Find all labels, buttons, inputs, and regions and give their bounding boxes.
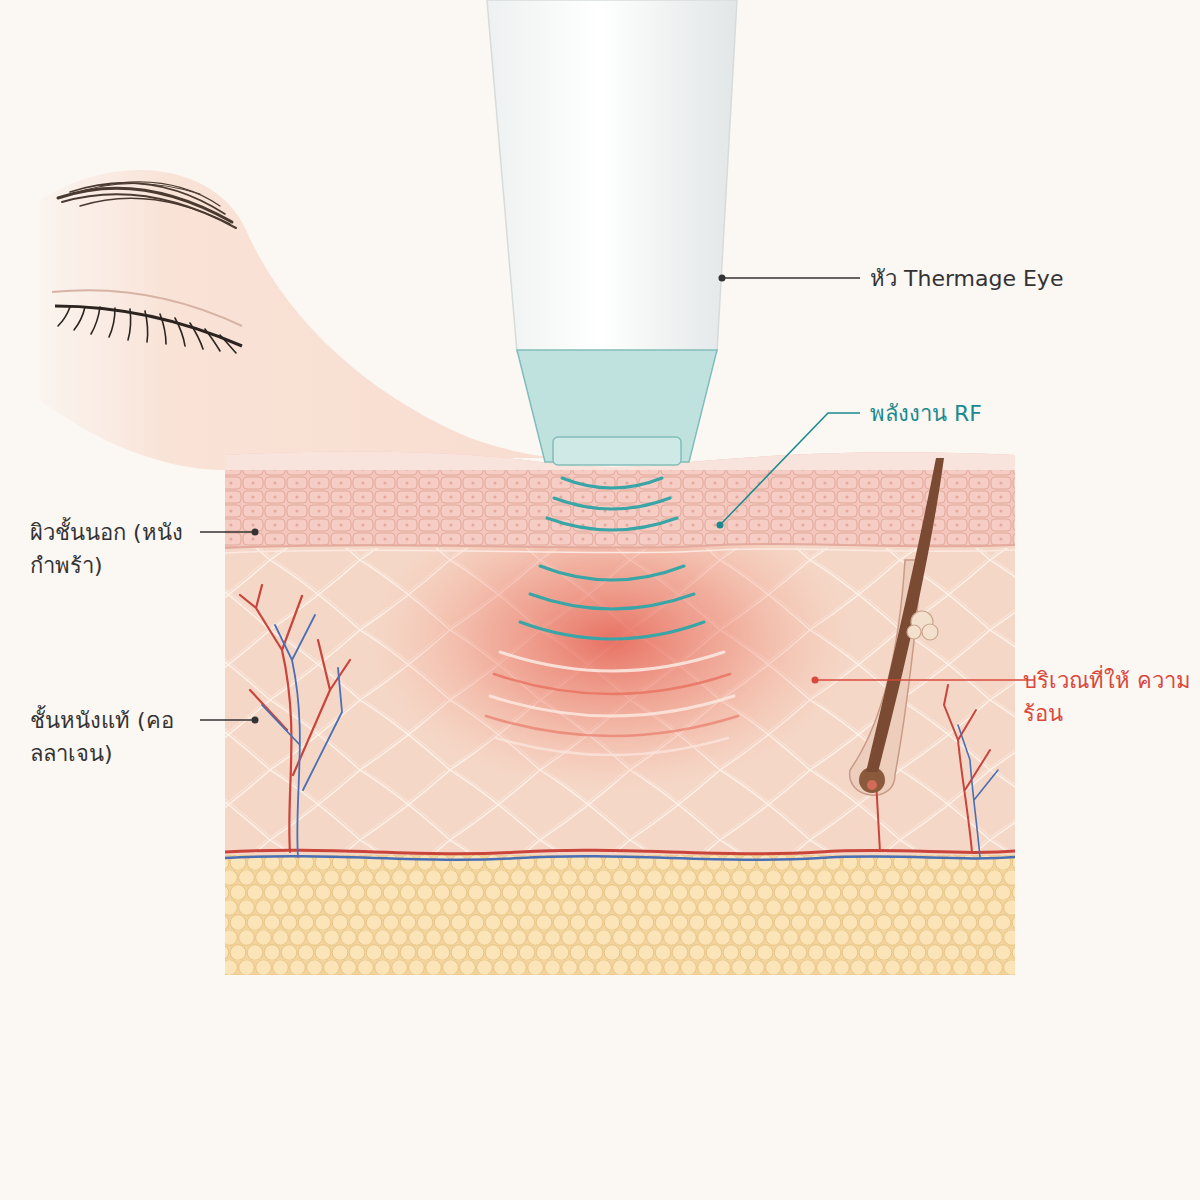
- layer-label: ผิวชั้นนอก (หนังกำพร้า): [30, 516, 184, 582]
- leader-dot: [252, 529, 259, 536]
- zone-label: บริเวณที่ให้ ความร้อน: [1023, 664, 1192, 730]
- sebaceous-gland: [907, 611, 938, 640]
- leader-line: [200, 719, 255, 720]
- layer-label: ชั้นหนังแท้ (คอลลาเจน): [30, 704, 175, 770]
- probe-face: [553, 437, 681, 465]
- skin-block: [225, 440, 1015, 980]
- eyelashes: [58, 307, 236, 353]
- leader-dot: [719, 275, 726, 282]
- part-label: หัว Thermage Eye: [870, 262, 1063, 295]
- leader-line: [815, 679, 1035, 681]
- face-skin: [40, 170, 560, 470]
- leader-dot: [252, 717, 259, 724]
- artery: [225, 850, 1015, 853]
- dermis: [225, 440, 1015, 980]
- probe-handle: [487, 0, 737, 352]
- hair-shaft: [866, 458, 944, 772]
- leader-lines: [200, 275, 1035, 724]
- fat-layer: [225, 855, 1015, 980]
- basal-layer: [225, 544, 1015, 548]
- leader-dot: [717, 522, 724, 529]
- rf-waves: [486, 478, 738, 755]
- energy-label: พลังงาน RF: [870, 397, 982, 430]
- vein: [225, 856, 1015, 859]
- eyebrow: [58, 182, 236, 228]
- leader-line: [722, 277, 860, 278]
- basement-membrane: [225, 549, 1015, 553]
- leader-line: [200, 531, 255, 532]
- leader-line: [720, 413, 860, 525]
- epidermis-cells: [225, 470, 1015, 548]
- leader-dot: [812, 677, 819, 684]
- dermal-papilla: [867, 780, 877, 790]
- lash-line: [55, 306, 242, 346]
